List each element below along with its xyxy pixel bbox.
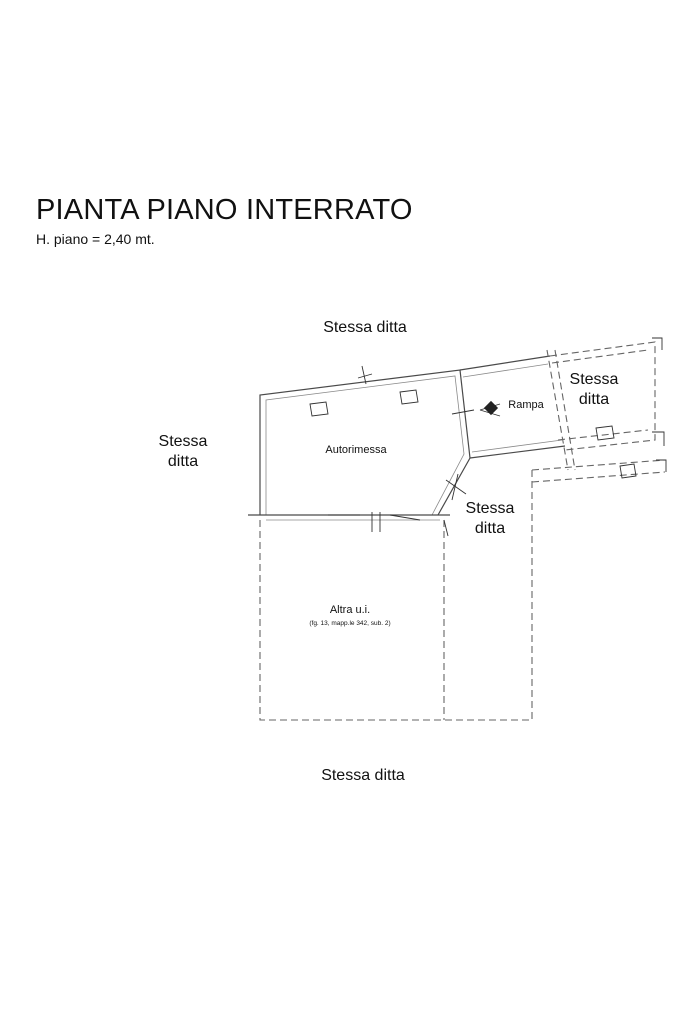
label-west-neighbour: Stessa ditta: [158, 433, 208, 470]
label-southeast-neighbour: Stessa ditta: [465, 500, 515, 537]
label-north-neighbour: Stessa ditta: [323, 319, 407, 336]
label-other-unit-cadastral: (fg. 13, mapp.le 342, sub. 2): [309, 620, 391, 627]
neighbour-boundary-east: [549, 341, 656, 451]
ramp-wall-inner: [462, 363, 563, 453]
pillar-2: [399, 389, 419, 405]
column-detail-east: [595, 425, 637, 479]
garage-wall-outer: [259, 369, 471, 516]
neighbour-boundary-southeast: [531, 459, 666, 483]
other-unit-boundary: [259, 470, 533, 721]
page-title: PIANTA PIANO INTERRATO: [36, 194, 413, 226]
ramp-dashed-edge: [546, 349, 576, 471]
floor-height-note: H. piano = 2,40 mt.: [36, 231, 155, 247]
label-south-neighbour: Stessa ditta: [321, 767, 405, 784]
label-ramp: Rampa: [508, 399, 544, 411]
neighbour-boundary-east-inner: [551, 349, 649, 441]
door-mark-bottom: [328, 512, 449, 537]
ramp-wall-top: [459, 355, 551, 371]
ramp-arrow-head: [483, 400, 499, 416]
door-mark-top: [357, 365, 373, 385]
pillar-1: [309, 401, 329, 417]
label-garage: Autorimessa: [325, 444, 387, 456]
door-mark-right: [445, 473, 467, 501]
garage-wall-inner: [265, 375, 465, 516]
section-marks: [652, 337, 667, 472]
ramp-wall-bottom: [469, 445, 566, 459]
label-east-neighbour: Stessa ditta: [569, 371, 619, 408]
label-other-unit: Altra u.i.: [329, 604, 371, 616]
